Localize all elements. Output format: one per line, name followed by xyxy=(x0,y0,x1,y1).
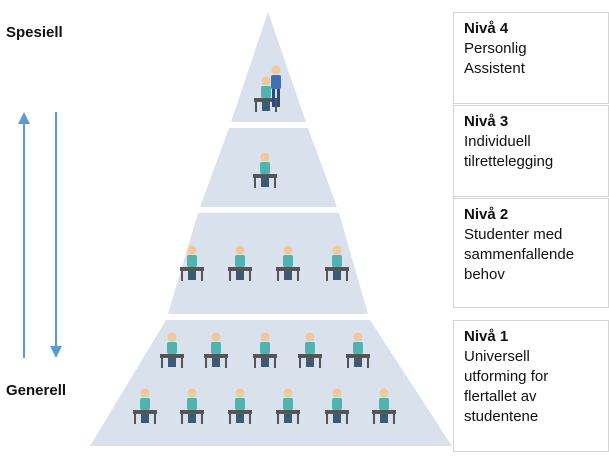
student-figure xyxy=(276,388,300,424)
level-description: Universell utforming for flertallet av s… xyxy=(464,348,549,425)
level-title: Nivå 2 xyxy=(464,206,509,223)
student-figure xyxy=(298,332,322,368)
assistant-figure xyxy=(271,65,281,107)
level-title: Nivå 3 xyxy=(464,113,509,130)
student-figure xyxy=(325,388,349,424)
student-figure xyxy=(346,332,370,368)
student-figure xyxy=(253,152,277,188)
level-description: Studenter med sammenfallende behov xyxy=(464,226,575,283)
student-figure xyxy=(276,245,300,281)
tier-level-4 xyxy=(231,12,306,122)
level-box-4: Nivå 4 Personlig Assistent xyxy=(453,12,609,104)
arrow-up xyxy=(18,112,30,358)
tier-level-1 xyxy=(90,320,452,446)
label-specific: Spesiell xyxy=(6,24,63,41)
student-figure xyxy=(228,388,252,424)
student-figure xyxy=(180,388,204,424)
student-figure xyxy=(133,388,157,424)
student-figure xyxy=(372,388,396,424)
level-box-3: Nivå 3 Individuell tilrettelegging xyxy=(453,105,609,197)
level-description: Personlig Assistent xyxy=(464,40,527,77)
student-figure xyxy=(180,245,204,281)
level-box-1: Nivå 1 Universell utforming for flertall… xyxy=(453,320,609,452)
student-figure xyxy=(160,332,184,368)
tier-level-2 xyxy=(168,213,368,314)
student-figure xyxy=(253,332,277,368)
specific-general-arrows xyxy=(18,112,62,358)
student-figure xyxy=(228,245,252,281)
level-title: Nivå 1 xyxy=(464,328,509,345)
student-figure xyxy=(325,245,349,281)
student-figure xyxy=(254,76,278,112)
level-title: Nivå 4 xyxy=(464,20,509,37)
label-general: Generell xyxy=(6,382,67,399)
level-box-2: Nivå 2 Studenter med sammenfallende beho… xyxy=(453,198,609,308)
student-figures xyxy=(133,65,396,424)
student-figure xyxy=(204,332,228,368)
level-description: Individuell tilrettelegging xyxy=(464,133,554,170)
arrow-down xyxy=(50,112,62,358)
